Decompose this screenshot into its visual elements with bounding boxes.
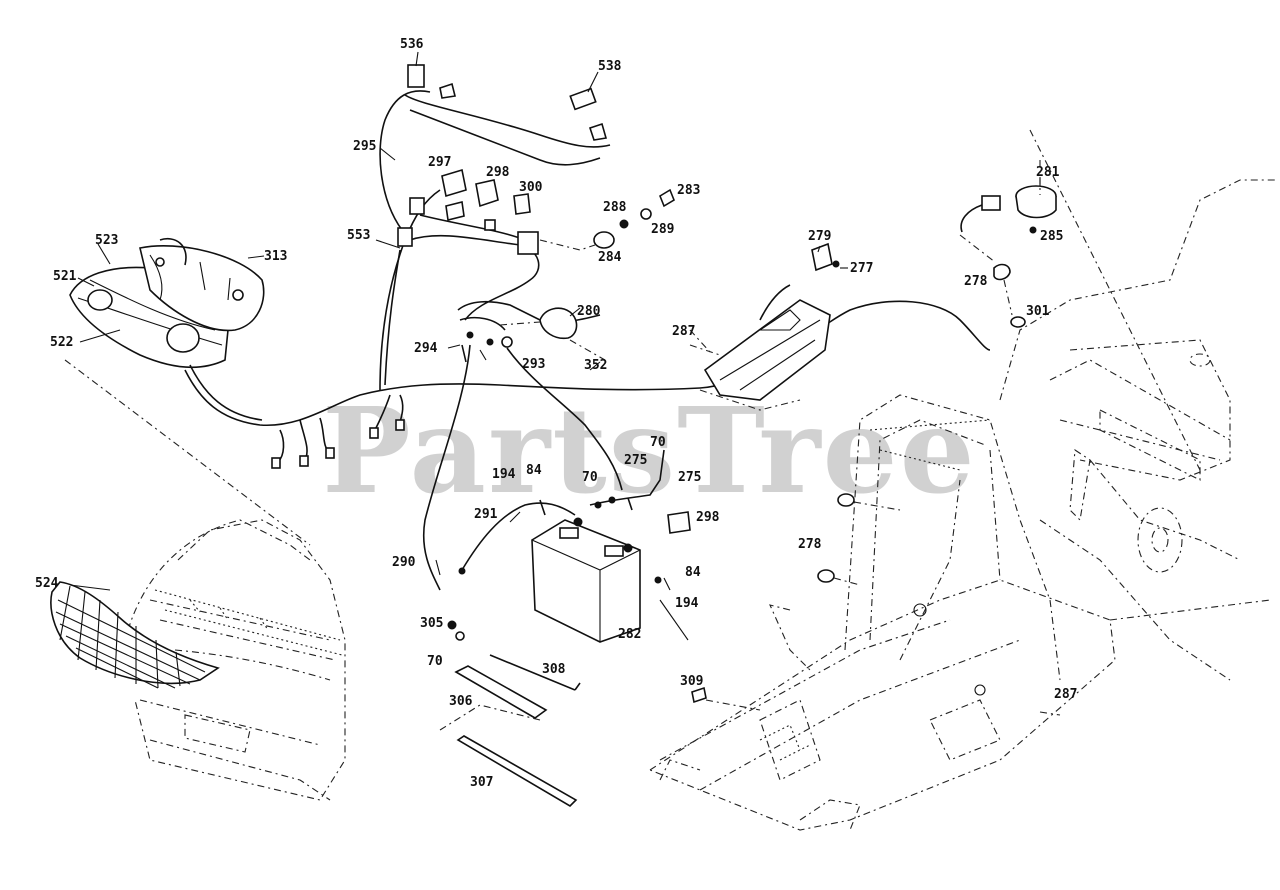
callout-279: 279 bbox=[808, 229, 831, 244]
key-switch-parts bbox=[539, 188, 675, 251]
callout-522: 522 bbox=[50, 335, 73, 350]
chassis-frame bbox=[648, 394, 1116, 831]
callout-84-a: 84 bbox=[526, 463, 542, 478]
hood-assembly bbox=[127, 519, 346, 801]
callout-352: 352 bbox=[584, 358, 607, 373]
partstree-watermark: PartsTree bbox=[322, 381, 977, 520]
callout-295: 295 bbox=[353, 139, 376, 154]
callout-70-b: 70 bbox=[582, 470, 598, 485]
callout-521: 521 bbox=[53, 269, 77, 284]
callout-524: 524 bbox=[35, 576, 59, 591]
callout-280: 280 bbox=[577, 304, 601, 319]
callout-307: 307 bbox=[470, 775, 493, 790]
callout-300: 300 bbox=[519, 180, 543, 195]
callout-297: 297 bbox=[428, 155, 451, 170]
callout-275-b: 275 bbox=[678, 470, 701, 485]
callout-293: 293 bbox=[522, 357, 545, 372]
hour-meter-parts bbox=[959, 160, 1057, 328]
grille-part bbox=[50, 581, 220, 689]
clip-part-309 bbox=[691, 686, 707, 704]
dash-panel bbox=[689, 242, 840, 411]
callout-290: 290 bbox=[392, 555, 416, 570]
callout-278-upper: 278 bbox=[964, 274, 988, 289]
callout-309: 309 bbox=[680, 674, 703, 689]
callout-labels: 536 538 295 297 298 300 288 283 289 284 … bbox=[35, 37, 1077, 790]
callout-283: 283 bbox=[677, 183, 700, 198]
callout-313: 313 bbox=[264, 249, 287, 264]
callout-306: 306 bbox=[449, 694, 473, 709]
callout-194-b: 194 bbox=[675, 596, 699, 611]
callout-294: 294 bbox=[414, 341, 438, 356]
callout-70-a: 70 bbox=[650, 435, 666, 450]
grommet-parts bbox=[817, 493, 901, 586]
callout-308: 308 bbox=[542, 662, 566, 677]
callout-288: 288 bbox=[603, 200, 627, 215]
callout-281: 281 bbox=[1036, 165, 1060, 180]
battery-holddown-parts bbox=[439, 654, 581, 808]
callout-285: 285 bbox=[1040, 229, 1063, 244]
callout-84-b: 84 bbox=[685, 565, 701, 580]
callout-284: 284 bbox=[598, 250, 622, 265]
callout-278-lower: 278 bbox=[798, 537, 822, 552]
callout-301: 301 bbox=[1026, 304, 1050, 319]
callout-287-upper: 287 bbox=[672, 324, 695, 339]
battery-part bbox=[447, 449, 691, 643]
callout-287-lower: 287 bbox=[1054, 687, 1077, 702]
callout-298-b: 298 bbox=[696, 510, 720, 525]
wire-harness bbox=[184, 64, 991, 469]
fender-area bbox=[999, 129, 1275, 681]
callout-536: 536 bbox=[400, 37, 424, 52]
solenoid-part bbox=[422, 307, 623, 591]
callout-70-c: 70 bbox=[427, 654, 443, 669]
callout-289: 289 bbox=[651, 222, 674, 237]
callout-194-a: 194 bbox=[492, 467, 516, 482]
leader-lines bbox=[69, 51, 1061, 716]
callout-282: 282 bbox=[618, 627, 641, 642]
callout-277: 277 bbox=[850, 261, 873, 276]
headlight-assembly bbox=[69, 238, 265, 368]
callout-553: 553 bbox=[347, 228, 370, 243]
callout-523: 523 bbox=[95, 233, 118, 248]
callout-305: 305 bbox=[420, 616, 443, 631]
callout-538: 538 bbox=[598, 59, 622, 74]
callout-298: 298 bbox=[486, 165, 510, 180]
switch-components bbox=[441, 168, 531, 221]
callout-275-a: 275 bbox=[624, 453, 647, 468]
callout-291: 291 bbox=[474, 507, 498, 522]
